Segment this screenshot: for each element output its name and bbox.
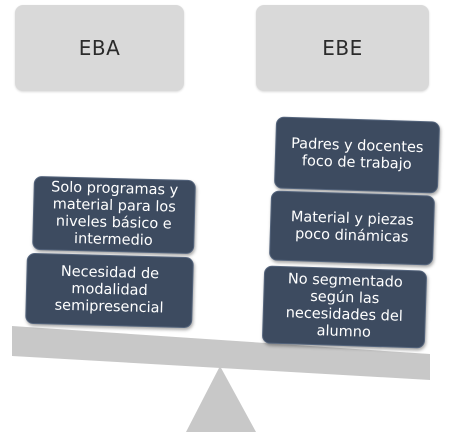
right-card-focus-text: Padres y docentes foco de trabajo bbox=[290, 135, 424, 173]
right-card-material: Material y piezas poco dinámicas bbox=[268, 190, 436, 266]
scale-beam bbox=[12, 326, 430, 380]
header-ebe: EBE bbox=[256, 5, 429, 91]
header-eba-label: EBA bbox=[78, 36, 121, 60]
left-card-semipresencial-text: Necesidad de modalidad semipresencial bbox=[54, 263, 164, 317]
scale-fulcrum bbox=[186, 366, 256, 432]
right-card-material-text: Material y piezas poco dinámicas bbox=[290, 209, 414, 246]
right-card-focus: Padres y docentes foco de trabajo bbox=[273, 116, 441, 194]
header-ebe-label: EBE bbox=[322, 36, 363, 60]
left-card-semipresencial: Necesidad de modalidad semipresencial bbox=[25, 252, 194, 329]
right-card-segmentation: No segmentado según las necesidades del … bbox=[261, 265, 428, 349]
right-card-segmentation-text: No segmentado según las necesidades del … bbox=[285, 271, 404, 341]
left-card-programs: Solo programas y material para los nivel… bbox=[32, 175, 196, 255]
header-eba: EBA bbox=[15, 5, 184, 91]
left-card-programs-text: Solo programas y material para los nivel… bbox=[50, 179, 179, 250]
